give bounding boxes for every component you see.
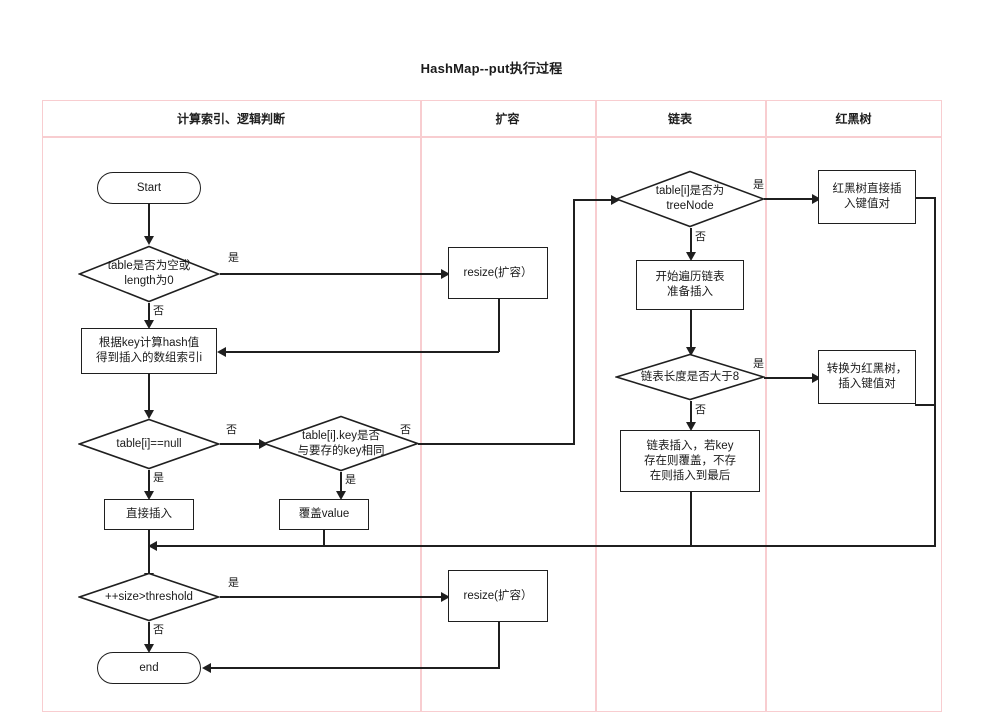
- page-title: HashMap--put执行过程: [420, 61, 563, 76]
- node-resize-bottom[interactable]: resize(扩容）: [448, 570, 548, 622]
- edge-table-empty-no: [148, 303, 150, 323]
- node-list-insert[interactable]: 链表插入，若key 存在则覆盖，不存 在则插入到最后: [620, 430, 760, 492]
- node-convert-to-rbt[interactable]: 转换为红黑树， 插入键值对: [818, 350, 916, 404]
- diamond-shape: [78, 572, 220, 622]
- node-end[interactable]: end: [97, 652, 201, 684]
- arrowhead-down: [144, 236, 154, 245]
- edge-label-keysame-no: 否: [400, 424, 411, 436]
- swimlane-header-redblacktree: 红黑树: [835, 112, 872, 126]
- edge-label-null-no: 否: [226, 424, 237, 436]
- node-label: ++size>threshold: [105, 590, 193, 603]
- arrowhead-down: [686, 347, 696, 356]
- edge-overwrite-down: [323, 530, 325, 546]
- edge-treenode-yes: [764, 198, 815, 200]
- edge-label-treenode-no: 否: [695, 231, 706, 243]
- edge-label-keysame-yes: 是: [345, 474, 356, 486]
- arrowhead-right: [812, 373, 821, 383]
- edge-label-threshold-yes: 是: [228, 577, 239, 589]
- arrowhead-left: [202, 663, 211, 673]
- edge-threshold-yes: [220, 596, 443, 598]
- swimlane-frame: [42, 100, 942, 712]
- arrowhead-down: [686, 252, 696, 261]
- edge-table-empty-yes: [220, 273, 443, 275]
- swimlane-header-divider: [42, 136, 942, 138]
- edge-listinsert-to-merge: [690, 492, 692, 546]
- node-resize-top[interactable]: resize(扩容）: [448, 247, 548, 299]
- swimlane-header-resize: 扩容: [495, 112, 520, 126]
- edge-convert-h: [915, 404, 936, 406]
- edge-keysame-no-h2: [573, 199, 615, 201]
- edge-resizetop-v: [498, 299, 500, 352]
- node-compute-hash[interactable]: 根据key计算hash值 得到插入的数组索引i: [81, 328, 217, 374]
- diamond-shape: [615, 170, 765, 228]
- diamond-shape: [263, 415, 419, 472]
- edge-start-to-table-empty: [148, 204, 150, 238]
- edge-tablenull-no: [220, 443, 263, 445]
- swimlane-divider-3: [765, 100, 767, 712]
- node-list-length-decision[interactable]: 链表长度是否大于8: [615, 353, 765, 401]
- arrowhead-down: [144, 320, 154, 329]
- edge-resizebottom-h: [210, 667, 500, 669]
- edge-rbtinsert-h: [915, 197, 936, 199]
- arrowhead-left: [217, 347, 226, 357]
- edge-label-len8-yes: 是: [753, 358, 764, 370]
- diamond-shape: [78, 245, 220, 303]
- edge-resizebottom-v: [498, 622, 500, 668]
- merge-bus-horizontal: [155, 545, 936, 547]
- arrowhead-right: [441, 269, 450, 279]
- node-table-empty-decision[interactable]: table是否为空或 length为0: [78, 245, 220, 303]
- arrowhead-down: [144, 491, 154, 500]
- node-direct-insert[interactable]: 直接插入: [104, 499, 194, 530]
- edge-treenode-no: [690, 228, 692, 255]
- node-key-same-decision[interactable]: table[i].key是否 与要存的key相同: [263, 415, 419, 472]
- edge-tablenull-yes: [148, 470, 150, 494]
- arrowhead-right: [611, 195, 620, 205]
- edge-label-empty-no: 否: [153, 305, 164, 317]
- arrowhead-down: [144, 410, 154, 419]
- arrowhead-right: [259, 439, 268, 449]
- edge-label-len8-no: 否: [695, 404, 706, 416]
- node-label: table是否为空或 length为0: [107, 260, 191, 287]
- edge-traverse-to-len8: [690, 310, 692, 349]
- swimlane-header-compute: 计算索引、逻辑判断: [176, 112, 285, 126]
- node-rbt-direct-insert[interactable]: 红黑树直接插 入键值对: [818, 170, 916, 224]
- arrowhead-down: [686, 422, 696, 431]
- edge-label-threshold-no: 否: [153, 624, 164, 636]
- edge-keysame-no-h1: [418, 443, 575, 445]
- swimlane-divider-2: [595, 100, 597, 712]
- arrowhead-down: [144, 644, 154, 653]
- edge-label-null-yes: 是: [153, 472, 164, 484]
- edge-label-empty-yes: 是: [228, 252, 239, 264]
- edge-keysame-no-v: [573, 199, 575, 444]
- edge-keysame-yes: [340, 472, 342, 494]
- node-table-i-null-decision[interactable]: table[i]==null: [78, 418, 220, 470]
- diamond-shape: [615, 353, 765, 401]
- node-label: table[i].key是否 与要存的key相同: [297, 429, 385, 457]
- edge-rbtinsert-v: [934, 197, 936, 546]
- node-overwrite-value[interactable]: 覆盖value: [279, 499, 369, 530]
- arrowhead-right: [812, 194, 821, 204]
- arrowhead-down: [336, 491, 346, 500]
- arrowhead-right: [441, 592, 450, 602]
- node-label: 链表长度是否大于8: [640, 370, 740, 383]
- diamond-shape: [78, 418, 220, 470]
- node-label: table[i]是否为 treeNode: [655, 185, 725, 212]
- edge-resizetop-h: [225, 351, 499, 353]
- edge-len8-yes: [764, 377, 815, 379]
- node-label: table[i]==null: [116, 437, 182, 450]
- swimlane-divider-1: [420, 100, 422, 712]
- edge-len8-no: [690, 401, 692, 425]
- edge-hash-to-tablenull: [148, 374, 150, 412]
- edge-label-treenode-yes: 是: [753, 179, 764, 191]
- node-traverse-list[interactable]: 开始遍历链表 准备插入: [636, 260, 744, 310]
- node-is-treenode-decision[interactable]: table[i]是否为 treeNode: [615, 170, 765, 228]
- arrowhead-left: [148, 541, 157, 551]
- node-start[interactable]: Start: [97, 172, 201, 204]
- swimlane-header-linkedlist: 链表: [667, 112, 692, 126]
- edge-threshold-no: [148, 622, 150, 647]
- edge-directinsert-down: [148, 530, 150, 576]
- node-size-threshold-decision[interactable]: ++size>threshold: [78, 572, 220, 622]
